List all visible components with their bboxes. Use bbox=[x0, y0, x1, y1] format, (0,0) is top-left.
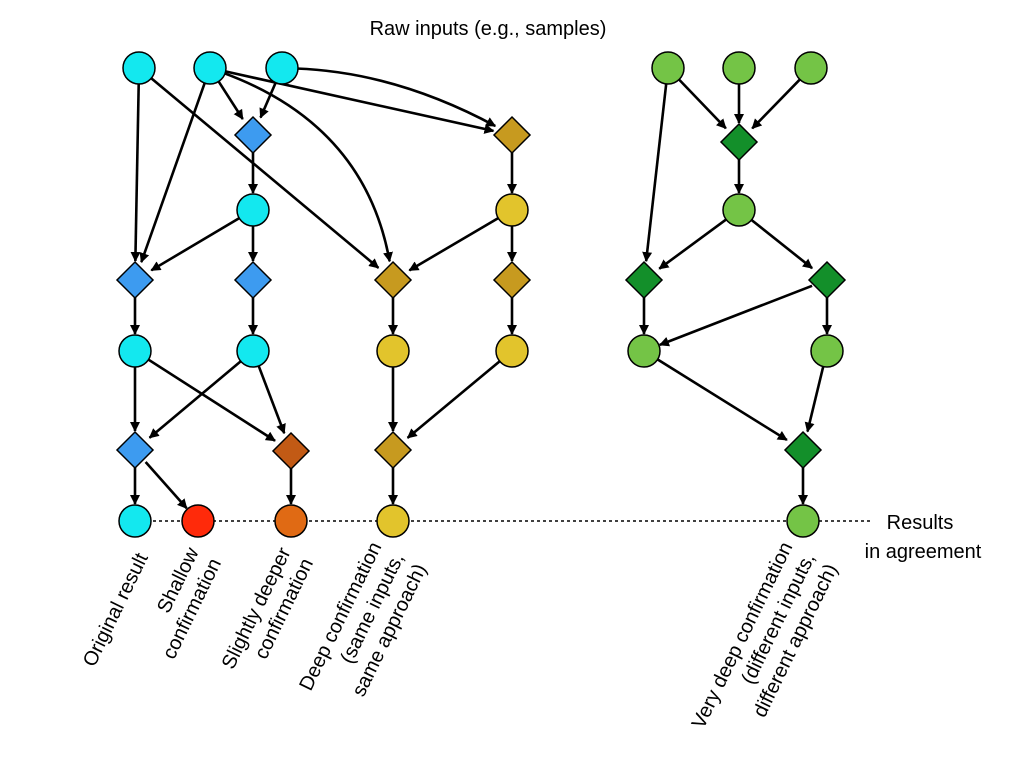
node-d_g4-diamond bbox=[373, 430, 413, 470]
edge-g5-to-dg4 bbox=[655, 357, 788, 442]
node-y3-circle bbox=[495, 334, 529, 368]
node-y1-circle bbox=[495, 193, 529, 227]
node-g2-circle bbox=[722, 51, 756, 85]
edge-c6-to-d_b4 bbox=[148, 359, 244, 439]
edge-y3-to-d_g4 bbox=[406, 358, 503, 439]
edge-c4-to-d_b2 bbox=[150, 216, 242, 272]
node-g_out5-circle bbox=[786, 504, 820, 538]
node-d_g2-diamond bbox=[373, 260, 413, 300]
node-d_o1-diamond bbox=[271, 431, 311, 471]
node-g6-circle bbox=[810, 334, 844, 368]
node-c_out1-circle bbox=[118, 504, 152, 538]
edge-c5-to-d_o1 bbox=[146, 357, 276, 442]
edge-c6-to-d_o1 bbox=[256, 363, 286, 435]
edge-g6-to-dg4 bbox=[804, 364, 825, 433]
column-label-original-line-1: Original result bbox=[79, 549, 153, 670]
edge-c2-to-d_b1 bbox=[216, 79, 244, 120]
node-c3-circle bbox=[265, 51, 299, 85]
node-c6-circle bbox=[236, 334, 270, 368]
node-y2-circle bbox=[376, 334, 410, 368]
node-g1-circle bbox=[651, 51, 685, 85]
node-g3-circle bbox=[794, 51, 828, 85]
diagram-title: Raw inputs (e.g., samples) bbox=[370, 18, 607, 40]
node-dg1-diamond bbox=[719, 122, 759, 162]
edge-c2-to-d_g1 bbox=[223, 69, 495, 134]
edge-y1-to-d_g2 bbox=[408, 215, 501, 272]
edge-g4-to-dg2 bbox=[658, 217, 729, 270]
edge-c3-to-d_g1 bbox=[295, 67, 497, 128]
node-d_g1-diamond bbox=[492, 115, 532, 155]
node-c5-circle bbox=[118, 334, 152, 368]
results-label-line-2: in agreement bbox=[865, 541, 982, 563]
column-label-original: Original result bbox=[79, 549, 153, 670]
edge-c2-to-d_b2 bbox=[139, 80, 207, 264]
edge-c2-to-d_g2 bbox=[222, 71, 393, 263]
node-c1-circle bbox=[122, 51, 156, 85]
column-label-very_deep: Very deep confirmation(different inputs,… bbox=[688, 539, 842, 733]
results-label-line-1: Results bbox=[887, 512, 954, 534]
edge-dg3-to-g5 bbox=[658, 284, 813, 347]
node-d_b4-diamond bbox=[115, 430, 155, 470]
node-dg4-diamond bbox=[783, 430, 823, 470]
edges-layer bbox=[130, 67, 832, 510]
node-dg2-diamond bbox=[624, 260, 664, 300]
node-dg3-diamond bbox=[807, 260, 847, 300]
node-y_out4-circle bbox=[376, 504, 410, 538]
edge-g3-to-dg1 bbox=[751, 77, 803, 130]
edge-g1-to-dg2 bbox=[642, 81, 668, 263]
edge-d_b4-to-r_out2 bbox=[144, 461, 188, 510]
node-r_out2-circle bbox=[181, 504, 215, 538]
node-d_b3-diamond bbox=[233, 260, 273, 300]
node-g4-circle bbox=[722, 193, 756, 227]
node-c4-circle bbox=[236, 193, 270, 227]
node-c2-circle bbox=[193, 51, 227, 85]
node-o_out3-circle bbox=[274, 504, 308, 538]
node-d_b1-diamond bbox=[233, 115, 273, 155]
edge-c1-to-d_g2 bbox=[148, 75, 380, 269]
edge-c3-to-d_b1 bbox=[259, 80, 278, 119]
node-d_b2-diamond bbox=[115, 260, 155, 300]
nodes-layer bbox=[115, 51, 847, 538]
edge-g1-to-dg1 bbox=[676, 77, 727, 130]
node-g5-circle bbox=[627, 334, 661, 368]
node-d_g3-diamond bbox=[492, 260, 532, 300]
edge-g4-to-dg3 bbox=[749, 217, 813, 270]
edge-c1-to-d_b2 bbox=[130, 81, 141, 263]
